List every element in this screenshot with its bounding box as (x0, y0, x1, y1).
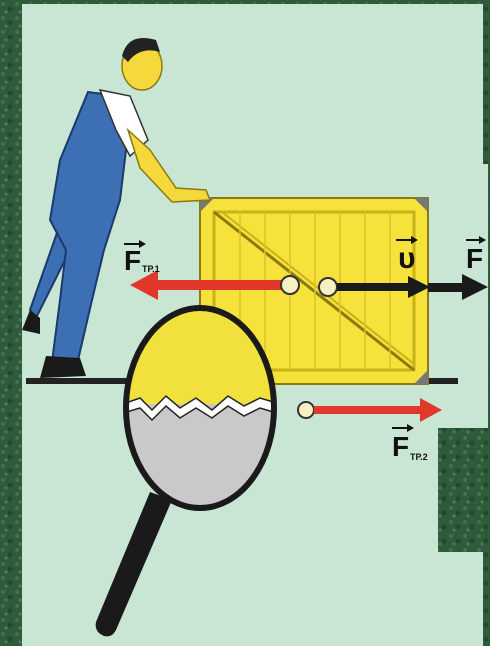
friction-1-subscript: ТР.1 (142, 264, 160, 274)
force-symbol: F (466, 243, 483, 274)
text-panel-bottom (236, 552, 483, 646)
velocity-symbol: υ (398, 242, 415, 275)
text-panel-top (248, 4, 483, 164)
friction-2-symbol: F (392, 431, 409, 462)
friction-1-symbol: F (124, 245, 141, 276)
text-panel-middle (248, 428, 438, 552)
friction-2-subscript: ТР.2 (410, 452, 428, 462)
velocity-label: υ (396, 236, 418, 275)
